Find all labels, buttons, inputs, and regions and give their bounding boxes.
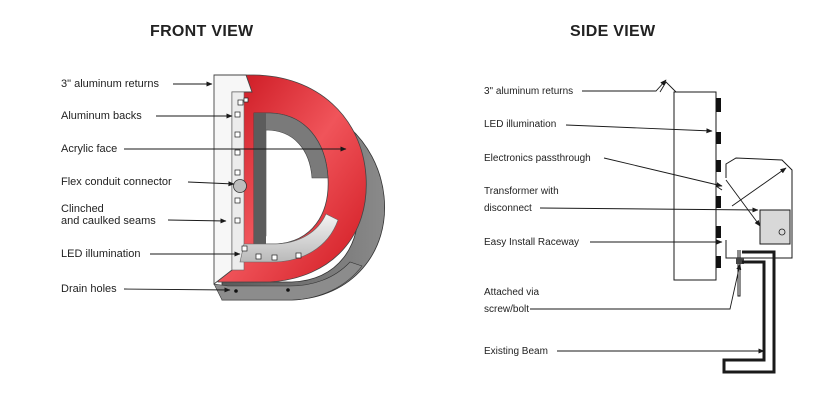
leader-conduit [187,181,235,187]
label-flex-conduit: Flex conduit connector [61,176,172,188]
side-label-attached: Attached via screw/bolt [484,287,539,316]
label-clinched-line2: and caulked seams [61,215,156,227]
bottom-return-strip [213,261,363,301]
leader-seams [167,218,227,224]
label-aluminum-returns: 3" aluminum returns [61,78,160,90]
label-clinched-seams: Clinched and caulked seams [61,203,156,227]
leader-screw [530,263,742,310]
leader-transformer [539,207,759,213]
label-drain-holes: Drain holes [61,283,117,295]
drain-hole [286,288,290,292]
transformer-box [759,209,791,245]
side-label-raceway: Easy Install Raceway [484,237,580,248]
side-label-aluminum-returns: 3" aluminum returns [484,86,574,97]
side-led-marks [716,98,721,268]
label-clinched-line1: Clinched [61,203,104,215]
label-acrylic-face: Acrylic face [61,143,118,155]
side-label-transformer-line1: Transformer with [484,186,559,197]
label-led-illumination: LED illumination [61,248,141,260]
leader-passthrough [603,157,723,188]
side-label-transformer: Transformer with disconnect [484,186,559,215]
front-letter-d [213,74,386,301]
drain-hole [234,289,238,293]
led-modules [234,97,302,261]
side-label-led-illumination: LED illumination [484,119,557,130]
side-label-attached-line2: screw/bolt [484,304,530,315]
side-label-attached-line1: Attached via [484,287,540,298]
side-leaders [530,79,765,354]
inner-bottom-return [239,213,339,263]
front-leaders [123,81,347,293]
counter-inner-wall [253,112,329,245]
counter-left-wall [254,113,266,244]
flex-conduit-connector-shape [233,179,247,193]
side-label-electronics-passthrough: Electronics passthrough [484,153,591,164]
side-label-existing-beam: Existing Beam [484,346,548,357]
front-view-title: FRONT VIEW [150,23,254,40]
label-aluminum-backs: Aluminum backs [61,110,142,122]
leader-side-returns [582,79,667,92]
leader-side-led [565,124,713,134]
letter-side-box [673,91,717,281]
side-label-transformer-line2: disconnect [484,203,532,214]
existing-beam [722,250,776,374]
side-view-title: SIDE VIEW [570,23,656,40]
leader-drain [123,287,231,293]
side-assembly [659,81,793,374]
